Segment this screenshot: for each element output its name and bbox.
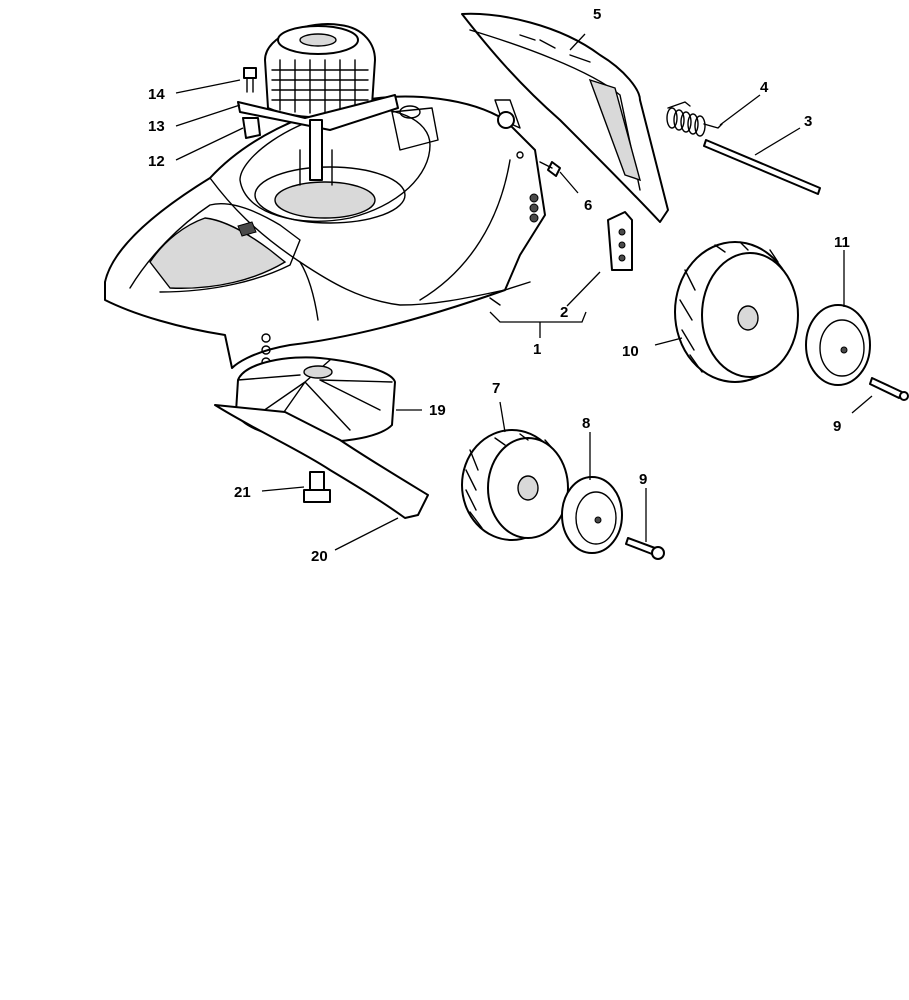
rear-wheel-bolt	[869, 377, 909, 401]
callout-3: 3	[804, 113, 812, 130]
callout-11: 11	[834, 234, 850, 251]
callout-12: 12	[148, 153, 165, 170]
mower-deck-housing	[104, 95, 546, 369]
flap-rod	[703, 139, 821, 195]
callout-7: 7	[492, 380, 500, 397]
cutting-blade	[214, 404, 429, 519]
callout-labels: 1 2 3 4 5 6 7 8 9 9 10 11 12 13 14 19 20…	[148, 6, 850, 565]
callout-2: 2	[560, 304, 568, 321]
mounting-bracket	[607, 211, 633, 271]
callout-9-front: 9	[639, 471, 647, 488]
callout-4: 4	[760, 79, 769, 96]
rear-flap	[461, 12, 669, 223]
callout-19: 19	[429, 402, 446, 419]
blade-bolt	[303, 471, 331, 503]
front-hubcap	[561, 476, 623, 554]
cable-clip	[242, 117, 261, 139]
torsion-spring	[666, 101, 723, 137]
callout-8: 8	[582, 415, 590, 432]
callout-10: 10	[622, 343, 639, 360]
callout-1: 1	[533, 341, 541, 358]
front-wheel	[461, 429, 569, 541]
rear-hubcap	[805, 304, 871, 386]
motor-bolt	[243, 67, 257, 93]
callout-5: 5	[593, 6, 601, 23]
callout-14: 14	[148, 86, 165, 103]
callout-21: 21	[234, 484, 251, 501]
electric-motor	[237, 23, 399, 186]
callout-6: 6	[584, 197, 592, 214]
callout-13: 13	[148, 118, 165, 135]
callout-9-rear: 9	[833, 418, 841, 435]
rear-wheel	[674, 241, 799, 383]
flap-screw	[539, 161, 561, 177]
front-wheel-bolt	[625, 537, 665, 560]
callout-20: 20	[311, 548, 328, 565]
leader-lines	[175, 33, 873, 551]
